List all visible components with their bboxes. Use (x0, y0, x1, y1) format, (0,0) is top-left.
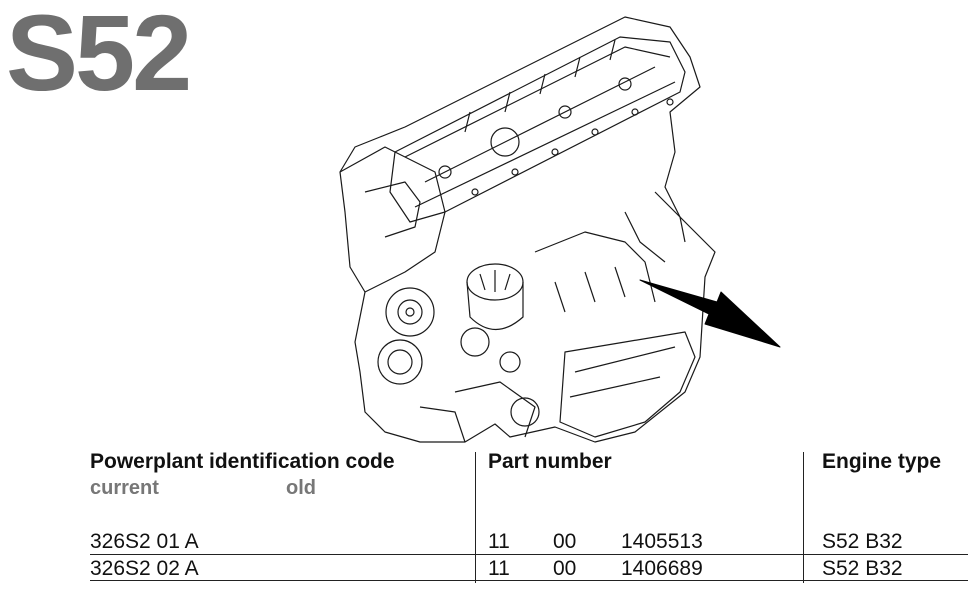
engine-code-title: S52 (6, 0, 192, 113)
row-1-subgroup: 00 (553, 530, 577, 553)
row-1-engine-type: S52 B32 (822, 530, 903, 553)
engine-illustration (339, 16, 781, 443)
row-divider (90, 580, 968, 581)
part-number-header: Part number (488, 450, 612, 473)
current-subheader: current (90, 477, 159, 499)
old-subheader: old (286, 477, 316, 499)
row-2-group: 11 (488, 557, 510, 580)
row-2-subgroup: 00 (553, 557, 577, 580)
column-divider (475, 452, 476, 583)
row-1-number: 1405513 (621, 530, 703, 553)
row-2-number: 1406689 (621, 557, 703, 580)
row-2-code: 326S2 02 A (90, 557, 199, 580)
row-1-group: 11 (488, 530, 510, 553)
column-divider (803, 452, 804, 583)
row-2-engine-type: S52 B32 (822, 557, 903, 580)
row-1-code: 326S2 01 A (90, 530, 199, 553)
row-divider (90, 554, 968, 555)
identification-code-header: Powerplant identification code (90, 450, 395, 473)
engine-type-header: Engine type (822, 450, 942, 473)
